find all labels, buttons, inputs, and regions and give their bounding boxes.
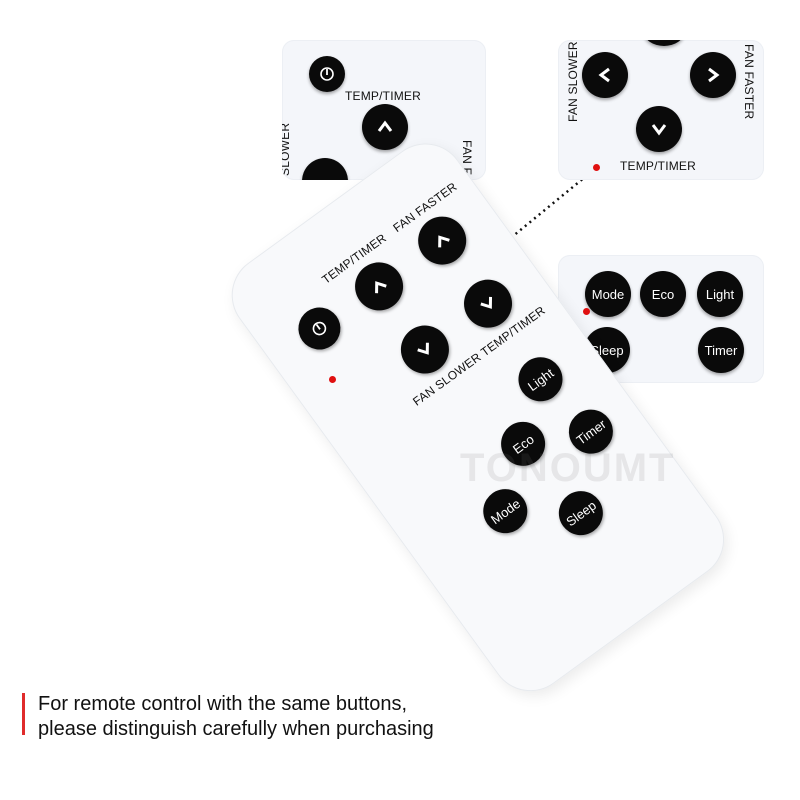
fan-faster-button-zoom [690, 52, 736, 98]
sleep-button[interactable]: Sleep [550, 482, 612, 544]
pointer-dot-remote [329, 376, 336, 383]
caption-accent-bar [22, 693, 25, 735]
zoom-panel-fan-controls: TEMP/TIMER FAN SLOWER FAN FASTER [558, 40, 764, 180]
remote-control: TEMP/TIMER FAN FASTER FAN SLOWER TEMP/TI… [215, 127, 740, 708]
temp-timer-label: TEMP/TIMER [620, 159, 696, 173]
chevron-down-icon [480, 296, 493, 309]
fan-faster-button[interactable] [408, 207, 476, 275]
caption-line-1: For remote control with the same buttons… [38, 693, 408, 715]
power-button-zoom [309, 56, 345, 92]
pointer-dot [593, 164, 600, 171]
chevron-up-icon [377, 120, 393, 132]
temp-down-button-zoom [636, 106, 682, 152]
temp-timer-label: TEMP/TIMER [345, 89, 421, 103]
mode-button-zoom: Mode [585, 271, 631, 317]
eco-button-zoom: Eco [640, 271, 686, 317]
temp-down-button[interactable] [454, 270, 522, 338]
fan-slower-label: FAN SLOWER [566, 41, 580, 122]
chevron-down-icon [651, 124, 667, 136]
light-button-zoom: Light [697, 271, 743, 317]
temp-up-button[interactable] [345, 252, 413, 320]
chevron-right-icon [708, 67, 720, 83]
button-partial-top [644, 40, 684, 46]
fan-slower-label-partial: SLOWER [282, 122, 292, 176]
chevron-left-icon [598, 67, 610, 83]
zoom-panel-power-temp: TEMP/TIMER SLOWER FAN F [282, 40, 486, 180]
power-icon [312, 321, 327, 336]
watermark: TONOUMT [460, 446, 676, 490]
temp-up-button-zoom [362, 104, 408, 150]
fan-slower-button-zoom-partial [302, 158, 348, 180]
power-button[interactable] [290, 299, 349, 358]
caption-line-2: please distinguish carefully when purcha… [38, 718, 434, 740]
chevron-up-icon [438, 235, 450, 248]
timer-button-zoom: Timer [698, 327, 744, 373]
chevron-up-icon [375, 281, 387, 294]
fan-faster-label: FAN FASTER [742, 44, 756, 120]
zoom-panel-function-buttons: Mode Eco Light Sleep Timer [558, 255, 764, 383]
power-icon [320, 67, 334, 81]
fan-slower-button-zoom [582, 52, 628, 98]
chevron-down-icon [417, 342, 429, 355]
pointer-dot [583, 308, 590, 315]
caption: For remote control with the same buttons… [38, 692, 434, 742]
light-button[interactable]: Light [509, 348, 572, 411]
fan-slower-button[interactable] [391, 316, 459, 384]
